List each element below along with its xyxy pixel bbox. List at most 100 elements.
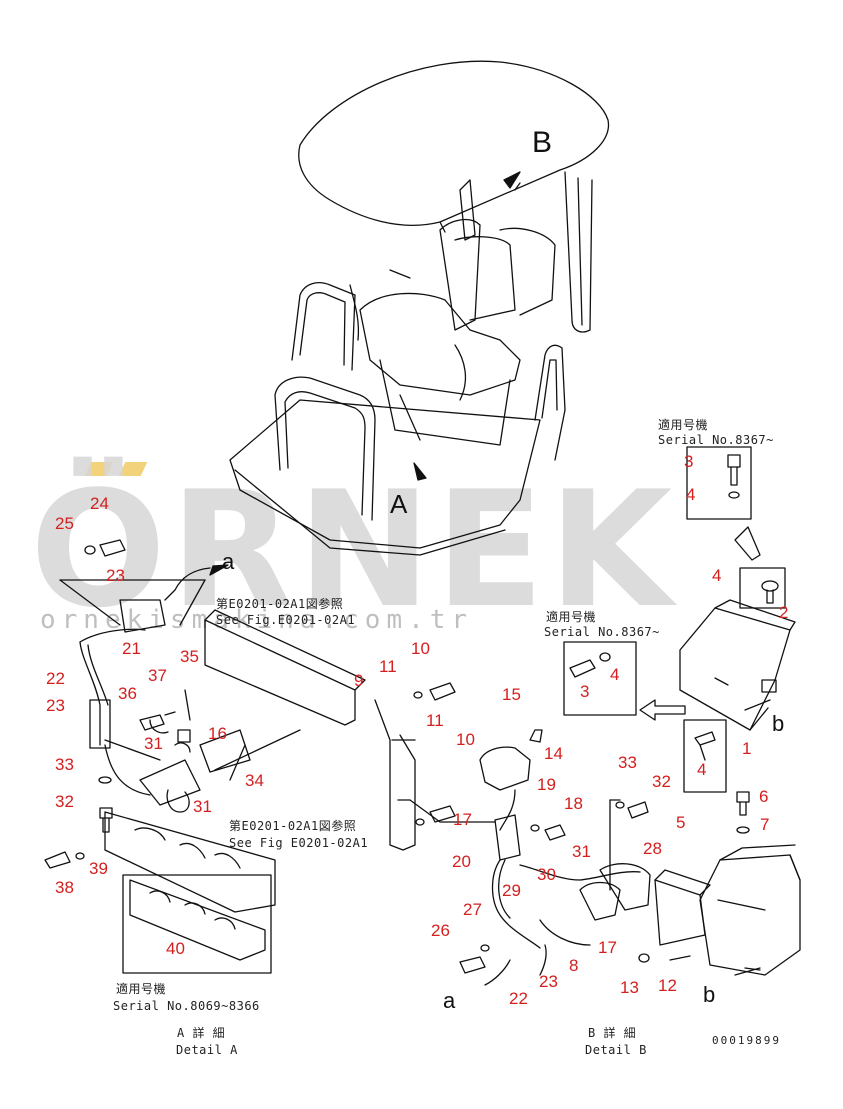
direction-letter-b-top: b: [772, 711, 785, 736]
view-letter-a: A: [390, 489, 408, 519]
note-detail-a-jp: A 詳 細: [177, 1026, 226, 1040]
callout-number: 13: [620, 978, 639, 997]
callout-number: 17: [598, 938, 617, 957]
callout-number: 10: [411, 639, 430, 658]
callout-number: 3: [684, 452, 694, 471]
callout-number: 28: [643, 839, 662, 858]
callout-number: 4: [712, 566, 722, 585]
roll-bars: [274, 282, 566, 521]
note-see-fig-1-en: See Fig.E0201-02A1: [216, 613, 356, 627]
fasteners-detail-b: [413, 682, 750, 974]
callout-number: 16: [208, 724, 227, 743]
callout-number: 7: [760, 815, 770, 834]
bolt-small: [761, 580, 779, 604]
callout-number: 10: [456, 730, 475, 749]
note-detail-b-en: Detail B: [585, 1043, 647, 1057]
callout-number: 19: [537, 775, 556, 794]
note-serial-top-right-jp: 適用号機: [658, 418, 709, 432]
operator-platform: [229, 179, 556, 556]
callout-number: 3: [580, 682, 590, 701]
note-detail-b-jp: B 詳 細: [588, 1026, 637, 1040]
view-arrows: [209, 171, 521, 576]
callout-number: 32: [652, 772, 671, 791]
callout-number: 24: [90, 494, 109, 513]
callout-number: 40: [166, 939, 185, 958]
note-serial-bottom-jp: 適用号機: [116, 982, 167, 996]
callout-number: 30: [537, 865, 556, 884]
callout-number: 4: [610, 665, 620, 684]
fasteners-detail-a: [44, 539, 191, 869]
note-serial-mid-en: Serial No.8367~: [544, 625, 660, 639]
callout-number: 6: [759, 787, 769, 806]
direction-letter-b-bottom: b: [703, 982, 716, 1007]
callout-number: 27: [463, 900, 482, 919]
callout-number: 34: [245, 771, 264, 790]
callout-number: 2: [779, 603, 789, 622]
callout-number: 11: [379, 657, 397, 676]
callout-number: 22: [509, 989, 528, 1008]
detail-a-serial-box: [122, 874, 272, 974]
bolt-middle: [569, 652, 611, 678]
callout-number: 8: [569, 956, 579, 975]
callout-number: 9: [354, 671, 364, 690]
watermark-url: ornekismakina.com.tr: [40, 605, 474, 635]
callout-number: 31: [144, 734, 163, 753]
callout-number: 33: [618, 753, 637, 772]
callout-number: 29: [502, 881, 521, 900]
callout-number: 4: [686, 485, 696, 504]
bolt-lower: [694, 731, 716, 761]
callout-number: 23: [106, 566, 125, 585]
serial-box-small: [739, 567, 786, 609]
callout-number: 12: [658, 976, 677, 995]
callout-number: 39: [89, 859, 108, 878]
callout-number: 5: [676, 813, 686, 832]
callout-number: 31: [572, 842, 591, 861]
note-see-fig-2-en: See Fig E0201-02A1: [229, 836, 369, 850]
arrow-up-right: [734, 526, 761, 561]
serial-box-top-right: [686, 446, 752, 520]
callout-number: 38: [55, 878, 74, 897]
cover-part: [679, 599, 796, 731]
callout-number: 14: [544, 744, 563, 763]
callout-number: 31: [193, 797, 212, 816]
callout-number: 22: [46, 669, 65, 688]
callout-number: 25: [55, 514, 74, 533]
callout-number: 35: [180, 647, 199, 666]
note-detail-a-en: Detail A: [176, 1043, 238, 1057]
callout-number: 32: [55, 792, 74, 811]
callout-number: 4: [697, 760, 707, 779]
serial-box-lower: [683, 719, 727, 793]
note-serial-mid-jp: 適用号機: [546, 610, 597, 624]
callout-number: 15: [502, 685, 521, 704]
arrow-left: [639, 699, 686, 721]
note-see-fig-2-jp: 第E0201-02A1図参照: [229, 819, 357, 833]
callout-number: 33: [55, 755, 74, 774]
detail-a-drawing: [59, 567, 366, 913]
callout-number: 23: [46, 696, 65, 715]
detail-a-alt-plate: [129, 879, 266, 961]
callout-number: 18: [564, 794, 583, 813]
callout-number: 36: [118, 684, 137, 703]
view-letter-b: B: [532, 126, 553, 159]
leader-b-lower: [734, 967, 761, 976]
callout-number: 17: [453, 810, 472, 829]
direction-letter-a-bottom: a: [443, 988, 456, 1013]
bolt-top-right: [727, 454, 741, 499]
callout-number: 21: [122, 639, 141, 658]
callout-number: 26: [431, 921, 450, 940]
callout-number: 37: [148, 666, 167, 685]
callout-number: 1: [742, 739, 752, 758]
serial-box-middle: [563, 641, 637, 716]
direction-letter-a-top: a: [222, 549, 235, 574]
note-serial-bottom-en: Serial No.8069~8366: [113, 999, 260, 1013]
canopy-roof: [298, 60, 610, 333]
drawing-code: 00019899: [712, 1034, 781, 1047]
callout-number: 23: [539, 972, 558, 991]
leader-b-upper: [744, 699, 771, 711]
note-serial-top-right-en: Serial No.8367~: [658, 433, 774, 447]
detail-b-drawing: [374, 699, 801, 986]
note-see-fig-1-jp: 第E0201-02A1図参照: [216, 597, 344, 611]
callout-number: 11: [426, 711, 444, 730]
